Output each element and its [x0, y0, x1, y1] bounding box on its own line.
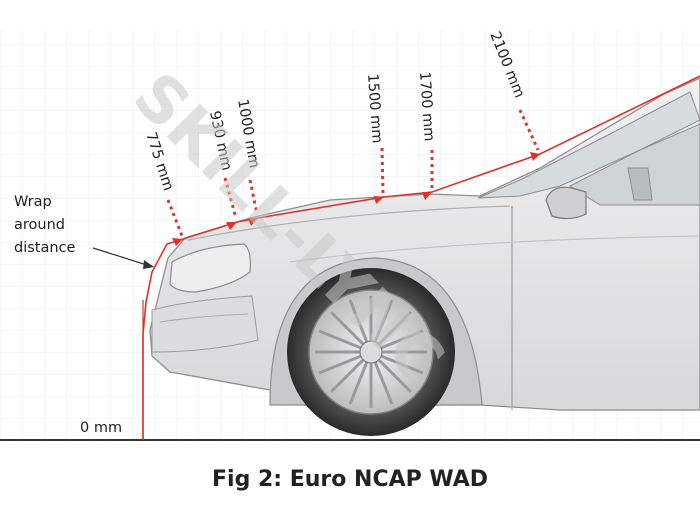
- headlight: [169, 243, 251, 293]
- side-window: [568, 123, 700, 206]
- wrap-label-line-3: distance: [14, 240, 76, 256]
- steering-wheel: [627, 167, 653, 201]
- side-crease: [289, 235, 700, 263]
- wrap-measure: [142, 75, 700, 440]
- wrap-label-line-2: around: [14, 217, 65, 233]
- bumper-slot: [159, 313, 249, 323]
- measure-arrows: [172, 152, 540, 246]
- windshield: [477, 91, 700, 199]
- hood-line: [187, 205, 511, 241]
- car-illustration: [149, 77, 700, 436]
- distance-label-1700: 1700 mm: [416, 71, 437, 142]
- figure-caption: Fig 2: Euro NCAP WAD: [212, 467, 488, 492]
- leader-1500: [380, 147, 385, 195]
- wrap-label-line-1: Wrap: [14, 194, 52, 210]
- leader-2100: [518, 109, 540, 151]
- zero-mm-label: 0 mm: [80, 420, 122, 436]
- wrap-line: [142, 75, 700, 440]
- wheel-hub: [359, 340, 383, 364]
- wrap-around-label: Wrap around distance: [14, 194, 76, 256]
- side-mirror: [545, 186, 587, 220]
- dotted-leaders: [166, 109, 540, 237]
- front-bumper: [151, 295, 259, 353]
- distance-label-1500: 1500 mm: [364, 73, 385, 144]
- wrap-pointer: [92, 247, 154, 269]
- leader-1000: [248, 179, 259, 215]
